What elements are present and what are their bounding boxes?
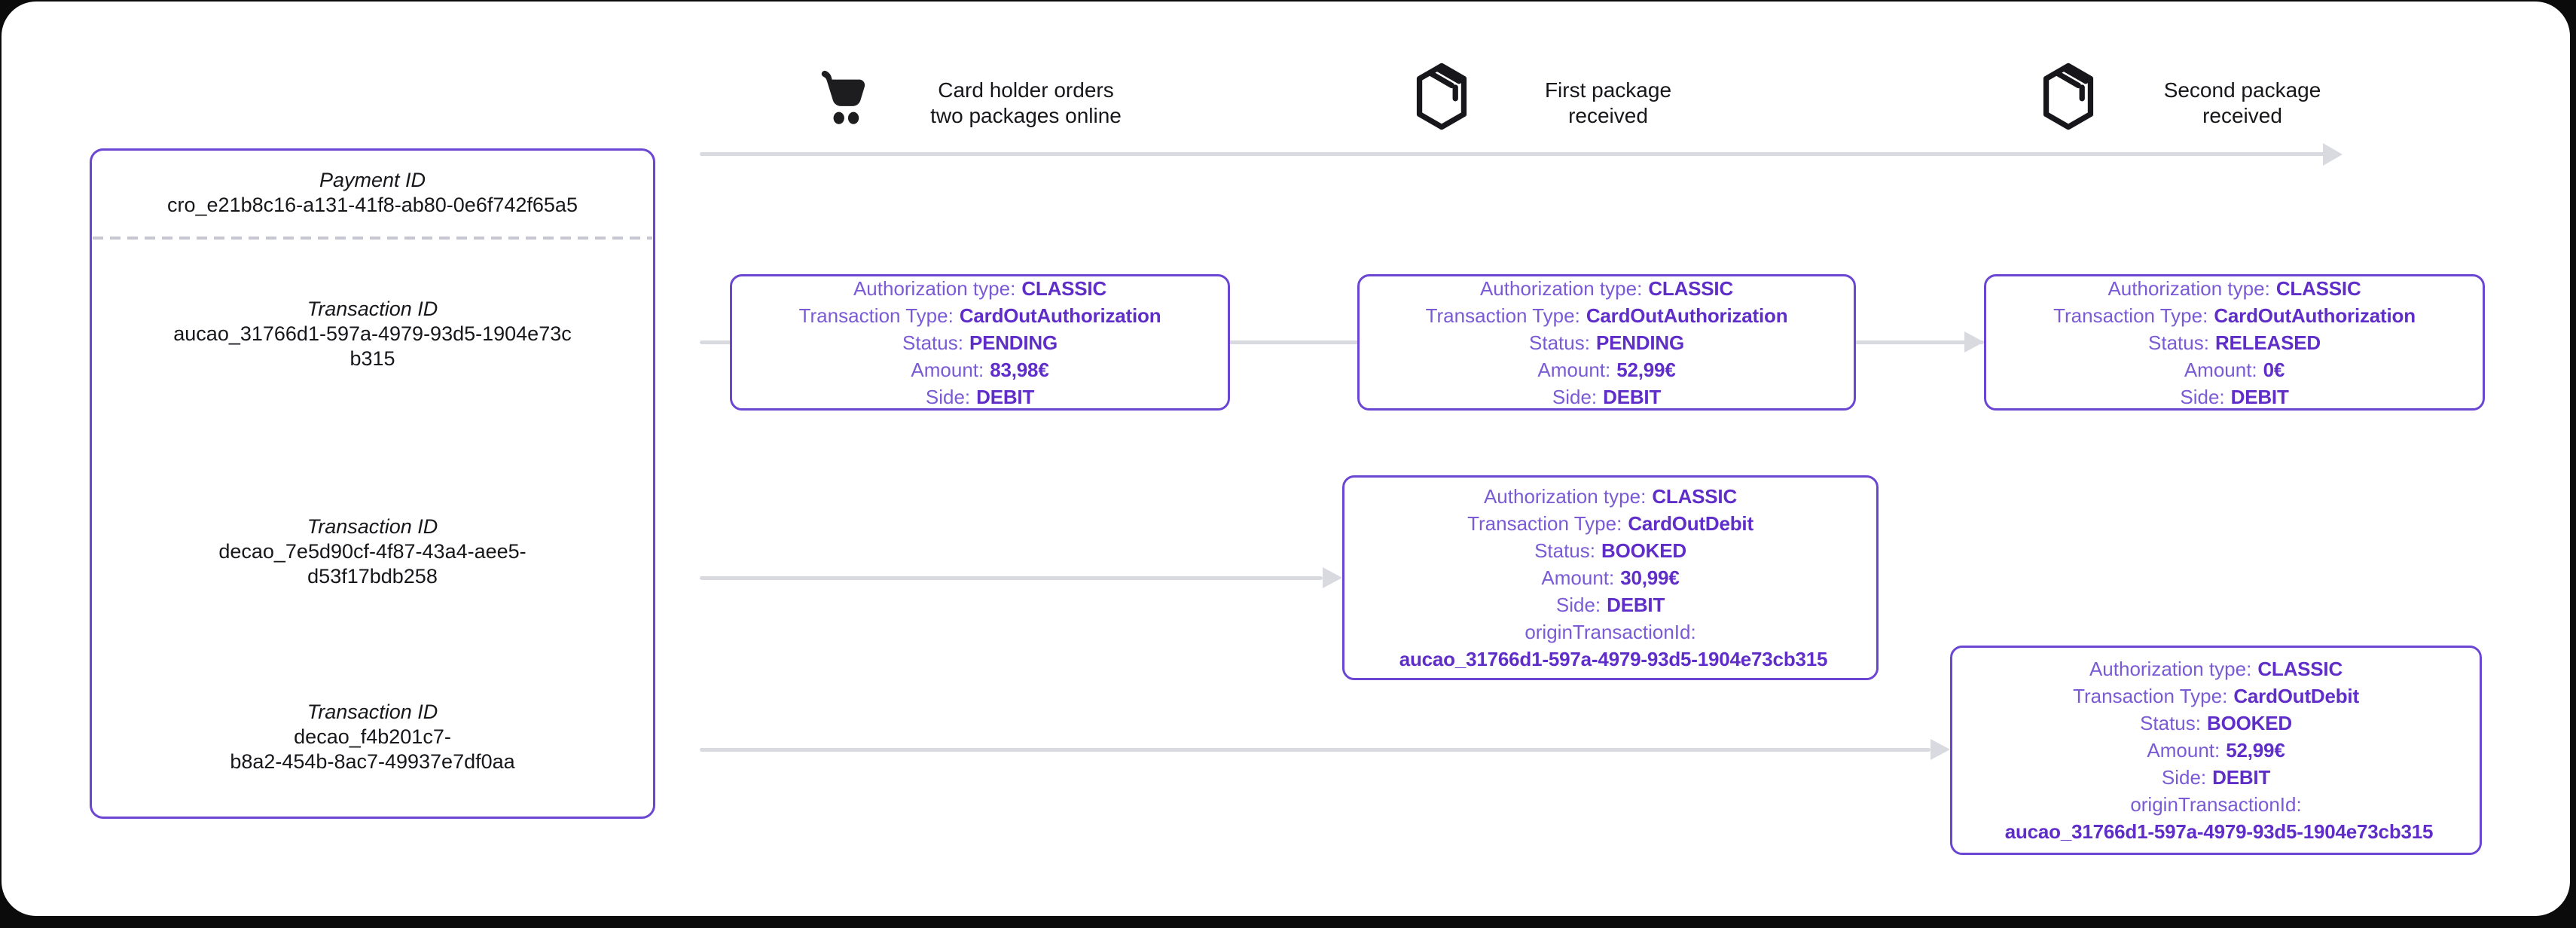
transaction-id-label: Transaction ID — [307, 701, 438, 723]
transaction-id-line: decao_7e5d90cf-4f87-43a4-aee5- — [218, 540, 526, 563]
step-label-line: received — [2202, 104, 2282, 127]
step-label-line: two packages online — [930, 104, 1122, 127]
field-value: DEBIT — [976, 385, 1035, 408]
field-label: Transaction Type: — [2073, 685, 2228, 707]
row1-connector-line — [700, 340, 1984, 344]
transaction-id-line: b315 — [349, 347, 395, 370]
step-label-line: received — [1568, 104, 1648, 127]
timeline-arrowhead — [2323, 143, 2343, 166]
field-value: DEBIT — [1603, 385, 1662, 408]
transaction-id-line: b8a2-454b-8ac7-49937e7df0aa — [230, 750, 515, 773]
field-value: CLASSIC — [1648, 276, 1734, 300]
field-label: Side: — [925, 385, 971, 408]
field-label: Status: — [1529, 331, 1590, 354]
transaction-id-value: aucao_31766d1-597a-4979-93d5-1904e73c b3… — [90, 322, 655, 371]
field-label: Status: — [1534, 539, 1595, 562]
field-value: CLASSIC — [2275, 276, 2361, 300]
transaction-box-authorization-2: Authorization type:CLASSIC Transaction T… — [1357, 274, 1856, 411]
row2-arrowhead — [1323, 567, 1342, 588]
payment-panel — [90, 148, 655, 819]
row3-arrowhead — [1930, 739, 1950, 760]
field-value: 52,99€ — [1616, 358, 1676, 381]
field-label: Amount: — [1541, 566, 1615, 589]
transaction-box-authorization-3: Authorization type:CLASSIC Transaction T… — [1984, 274, 2485, 411]
field-value: CardOutAuthorization — [959, 304, 1161, 327]
row3-connector-line — [700, 748, 1930, 752]
field-label: Amount: — [2147, 739, 2220, 762]
field-label: Status: — [2148, 331, 2209, 354]
field-value: CardOutAuthorization — [2214, 304, 2416, 327]
field-label: Authorization type: — [1483, 485, 1647, 508]
field-label: Authorization type: — [2107, 276, 2270, 300]
field-label: Amount: — [911, 358, 984, 381]
dashed-divider — [93, 237, 652, 240]
field-label: Transaction Type: — [1467, 512, 1622, 535]
field-value: DEBIT — [2230, 385, 2289, 408]
field-label: Transaction Type: — [2053, 304, 2208, 327]
transaction-id-value: decao_f4b201c7- b8a2-454b-8ac7-49937e7df… — [90, 725, 655, 774]
transaction-id-line: decao_f4b201c7- — [294, 725, 451, 748]
field-value: RELEASED — [2214, 331, 2321, 354]
field-value: BOOKED — [2207, 712, 2292, 734]
row1-arrowhead — [1964, 331, 1984, 353]
transaction-id-label: Transaction ID — [307, 515, 438, 538]
field-label: originTransactionId: — [2130, 793, 2302, 816]
field-value: aucao_31766d1-597a-4979-93d5-1904e73cb31… — [1399, 648, 1828, 670]
timeline-step-label: First package received — [1473, 78, 1744, 129]
field-label: Side: — [2180, 385, 2225, 408]
field-label: Authorization type: — [1479, 276, 1643, 300]
field-value: 83,98€ — [990, 358, 1049, 381]
field-label: Transaction Type: — [798, 304, 954, 327]
field-value: CardOutAuthorization — [1586, 304, 1788, 327]
shopping-cart-icon — [806, 66, 871, 134]
step-label-line: Card holder orders — [938, 78, 1114, 102]
field-value: 30,99€ — [1620, 566, 1680, 589]
transaction-box-authorization-1: Authorization type:CLASSIC Transaction T… — [730, 274, 1230, 411]
timeline-step-label: Card holder orders two packages online — [890, 78, 1161, 129]
field-value: PENDING — [1595, 331, 1684, 354]
row2-connector-line — [700, 576, 1323, 580]
field-label: Amount: — [1537, 358, 1611, 381]
field-label: Amount: — [2184, 358, 2257, 381]
step-label-line: First package — [1544, 78, 1672, 102]
field-label: Authorization type: — [2089, 658, 2252, 680]
package-icon — [2040, 62, 2097, 131]
field-value: BOOKED — [1601, 539, 1686, 562]
field-label: Status: — [2140, 712, 2201, 734]
field-label: Transaction Type: — [1425, 304, 1580, 327]
field-value: 52,99€ — [2226, 739, 2285, 762]
field-label: Side: — [1552, 385, 1598, 408]
field-label: Authorization type: — [853, 276, 1016, 300]
transaction-id-label: Transaction ID — [307, 298, 438, 320]
field-label: Side: — [1555, 594, 1601, 616]
package-icon — [1413, 62, 1470, 131]
field-value: 0€ — [2263, 358, 2285, 381]
field-value: CLASSIC — [1652, 485, 1738, 508]
timeline-step-label: Second package received — [2107, 78, 2378, 129]
field-value: DEBIT — [2212, 766, 2271, 789]
transaction-id-line: aucao_31766d1-597a-4979-93d5-1904e73c — [173, 322, 572, 345]
field-value: aucao_31766d1-597a-4979-93d5-1904e73cb31… — [2004, 820, 2434, 843]
field-value: CardOutDebit — [2233, 685, 2359, 707]
timeline-arrow-line — [700, 152, 2324, 156]
field-value: CLASSIC — [2257, 658, 2343, 680]
step-label-line: Second package — [2163, 78, 2321, 102]
transaction-id-line: d53f17bdb258 — [307, 565, 438, 588]
payment-id-value: cro_e21b8c16-a131-41f8-ab80-0e6f742f65a5 — [167, 194, 578, 216]
field-value: DEBIT — [1607, 594, 1665, 616]
field-label: originTransactionId: — [1525, 621, 1696, 643]
transaction-box-debit-1: Authorization type:CLASSIC Transaction T… — [1342, 475, 1879, 680]
field-value: CardOutDebit — [1628, 512, 1753, 535]
field-label: Side: — [2161, 766, 2207, 789]
payment-id-label: Payment ID — [319, 169, 426, 191]
field-label: Status: — [902, 331, 963, 354]
transaction-box-debit-2: Authorization type:CLASSIC Transaction T… — [1950, 646, 2482, 855]
field-value: CLASSIC — [1021, 276, 1107, 300]
transaction-id-value: decao_7e5d90cf-4f87-43a4-aee5- d53f17bdb… — [90, 539, 655, 589]
field-value: PENDING — [969, 331, 1058, 354]
